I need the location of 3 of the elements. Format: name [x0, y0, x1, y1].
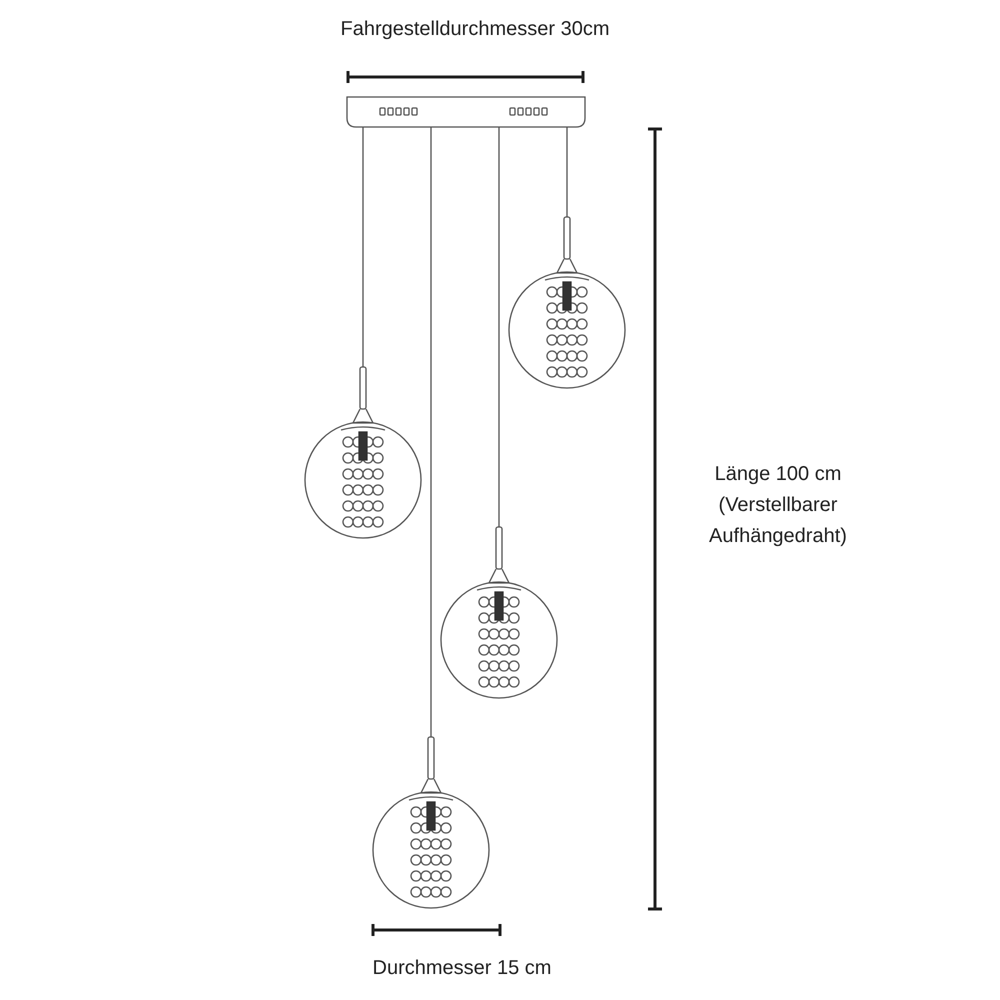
- dimension-label: Länge 100 cm (Verstellbarer Aufhängedraht): [708, 462, 848, 549]
- dimension-label: Fahrgestelldurchmesser 30cm: [340, 17, 610, 42]
- dimension-label: Durchmesser 15 cm: [372, 956, 552, 981]
